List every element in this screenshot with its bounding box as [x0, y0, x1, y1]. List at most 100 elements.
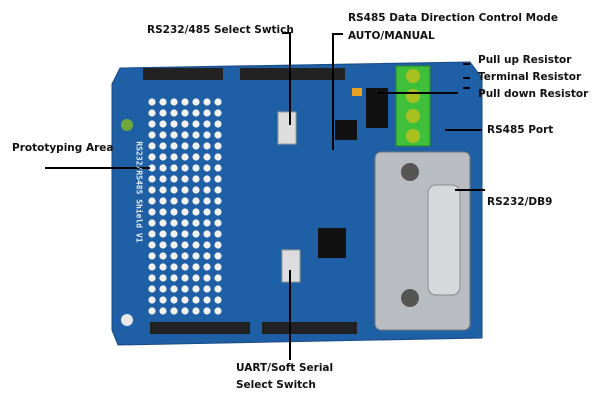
proto-hole: [159, 175, 167, 183]
label-db9: RS232/DB9: [487, 196, 553, 208]
proto-hole: [148, 197, 156, 205]
proto-hole: [214, 230, 222, 238]
capacitor: [352, 88, 362, 96]
proto-hole: [159, 274, 167, 282]
proto-hole: [159, 164, 167, 172]
proto-hole: [181, 208, 189, 216]
proto-hole: [192, 241, 200, 249]
proto-hole: [214, 219, 222, 227]
label-rs485-port: RS485 Port: [487, 124, 554, 136]
proto-hole: [148, 285, 156, 293]
proto-hole: [203, 153, 211, 161]
proto-hole: [214, 274, 222, 282]
leader-lines: [45, 32, 485, 360]
proto-hole: [214, 175, 222, 183]
proto-hole: [203, 208, 211, 216]
proto-hole: [159, 120, 167, 128]
proto-hole: [159, 241, 167, 249]
proto-hole: [148, 153, 156, 161]
proto-hole: [170, 296, 178, 304]
proto-hole: [170, 197, 178, 205]
proto-hole: [214, 208, 222, 216]
proto-hole: [203, 175, 211, 183]
label-pull-down: Pull down Resistor: [478, 88, 589, 100]
proto-hole: [170, 164, 178, 172]
proto-hole: [181, 241, 189, 249]
proto-hole: [148, 230, 156, 238]
proto-hole: [192, 197, 200, 205]
proto-hole: [159, 109, 167, 117]
proto-hole: [181, 153, 189, 161]
proto-hole: [192, 296, 200, 304]
proto-hole: [159, 285, 167, 293]
proto-hole: [203, 164, 211, 172]
ic-chip: [335, 120, 357, 140]
proto-hole: [148, 274, 156, 282]
proto-hole: [203, 241, 211, 249]
proto-hole: [181, 120, 189, 128]
proto-hole: [192, 307, 200, 315]
proto-hole: [159, 153, 167, 161]
mounting-hole: [121, 119, 133, 131]
proto-hole: [181, 109, 189, 117]
proto-hole: [181, 230, 189, 238]
proto-hole: [192, 164, 200, 172]
proto-hole: [170, 307, 178, 315]
proto-hole: [192, 263, 200, 271]
proto-hole: [214, 131, 222, 139]
proto-hole: [148, 219, 156, 227]
proto-hole: [214, 263, 222, 271]
proto-hole: [159, 307, 167, 315]
board-silkscreen-title: RS232/RS485 Shield V1: [134, 141, 144, 243]
label-pull-up: Pull up Resistor: [478, 54, 572, 66]
proto-hole: [214, 142, 222, 150]
proto-hole: [192, 186, 200, 194]
proto-hole: [148, 186, 156, 194]
proto-hole: [203, 197, 211, 205]
proto-hole: [214, 186, 222, 194]
proto-hole: [192, 153, 200, 161]
proto-hole: [203, 98, 211, 106]
proto-hole: [192, 131, 200, 139]
proto-hole: [170, 219, 178, 227]
proto-hole: [148, 296, 156, 304]
proto-hole: [181, 131, 189, 139]
proto-hole: [214, 197, 222, 205]
proto-hole: [159, 98, 167, 106]
proto-hole: [181, 98, 189, 106]
label-terminal: Terminal Resistor: [478, 71, 582, 83]
proto-hole: [170, 241, 178, 249]
proto-hole: [181, 263, 189, 271]
proto-hole: [159, 186, 167, 194]
proto-hole: [181, 219, 189, 227]
proto-hole: [181, 274, 189, 282]
proto-hole: [203, 274, 211, 282]
proto-hole: [192, 219, 200, 227]
proto-hole: [148, 263, 156, 271]
proto-hole: [181, 142, 189, 150]
proto-hole: [159, 197, 167, 205]
label-uart: UART/Soft Serial: [236, 362, 334, 374]
proto-hole: [181, 307, 189, 315]
proto-hole: [214, 307, 222, 315]
proto-hole: [214, 109, 222, 117]
proto-hole: [192, 142, 200, 150]
label-uart-switch: Select Switch: [236, 379, 316, 391]
label-auto-manual: AUTO/MANUAL: [348, 30, 435, 42]
proto-hole: [148, 120, 156, 128]
proto-hole: [170, 263, 178, 271]
proto-hole: [203, 307, 211, 315]
proto-hole: [181, 197, 189, 205]
proto-hole: [148, 131, 156, 139]
proto-hole: [170, 230, 178, 238]
proto-hole: [203, 285, 211, 293]
proto-hole: [203, 252, 211, 260]
proto-hole: [159, 142, 167, 150]
proto-hole: [214, 252, 222, 260]
proto-hole: [214, 164, 222, 172]
proto-hole: [192, 109, 200, 117]
jumper-pins: [366, 88, 388, 128]
proto-hole: [170, 274, 178, 282]
